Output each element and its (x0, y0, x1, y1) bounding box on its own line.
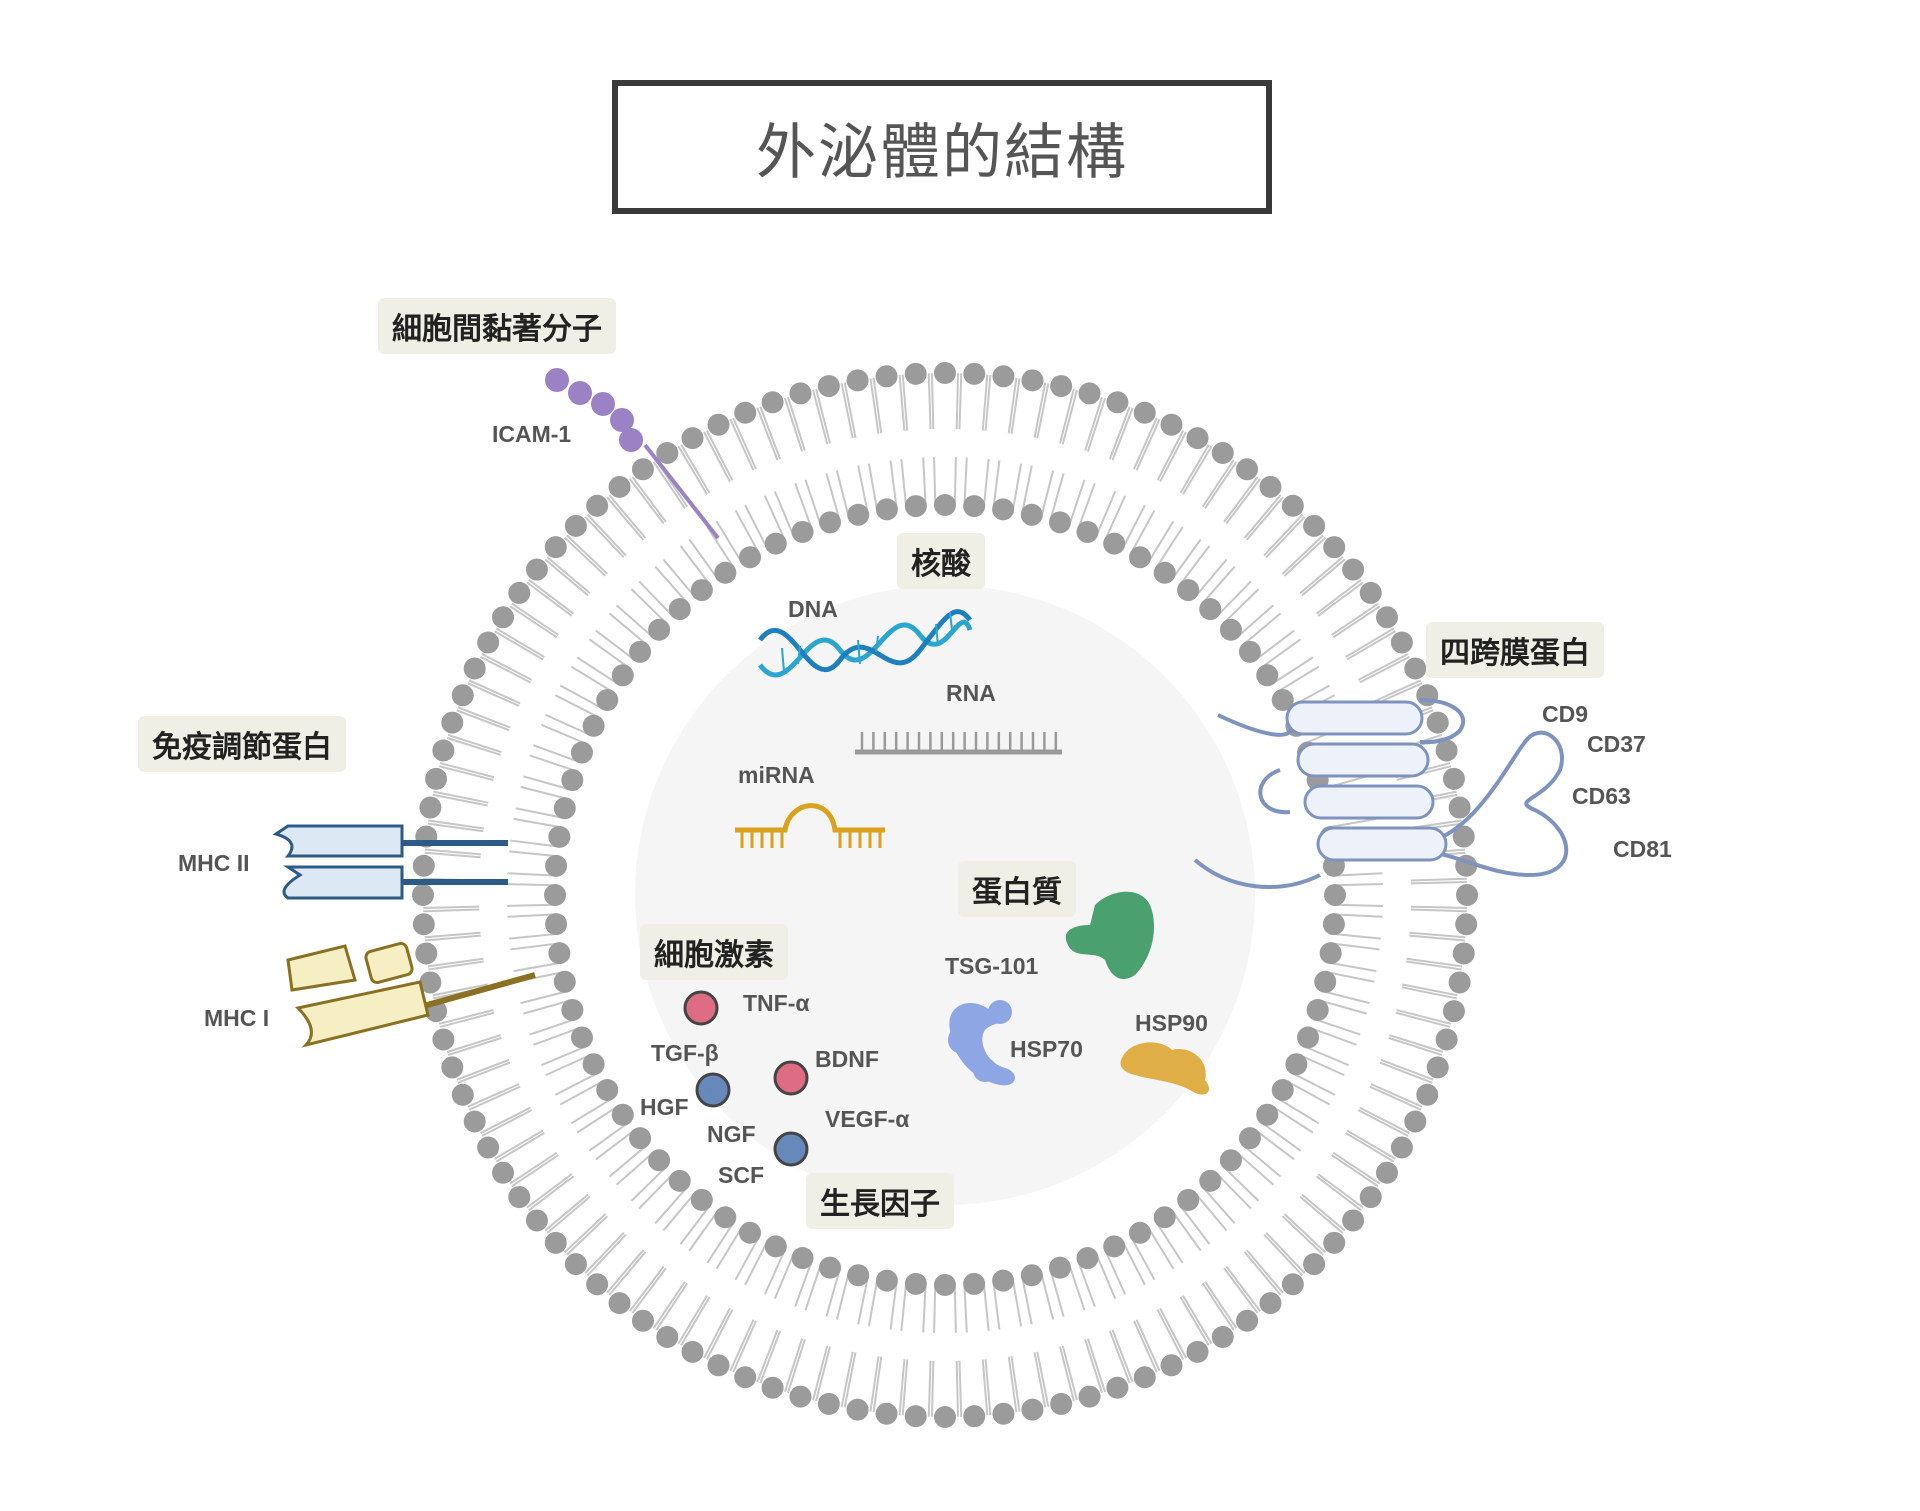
cytokine-spheres (683, 990, 809, 1167)
label-cd81: CD81 (1613, 836, 1672, 862)
mhc-ii-molecule (272, 824, 508, 900)
label-ngf: NGF (707, 1121, 756, 1147)
title-frame: 外泌體的結構 (612, 80, 1272, 214)
label-hsp90: HSP90 (1135, 1010, 1208, 1036)
tetraspanin-protein (1193, 698, 1569, 889)
mhc-i-molecule (286, 941, 536, 1048)
label-hgf: HGF (640, 1094, 689, 1120)
label-mirna: miRNA (738, 762, 815, 788)
label-hsp70: HSP70 (1010, 1036, 1083, 1062)
category-growth-factors: 生長因子 (806, 1173, 954, 1229)
category-proteins: 蛋白質 (958, 861, 1076, 917)
category-tetraspanins: 四跨膜蛋白 (1426, 622, 1604, 678)
label-cd9: CD9 (1542, 701, 1589, 727)
label-mhc-ii: MHC II (178, 850, 250, 876)
category-adhesion-molecules: 細胞間黏著分子 (378, 298, 616, 354)
dna-helix (758, 609, 973, 678)
label-rna: RNA (946, 680, 996, 706)
label-cd63: CD63 (1572, 783, 1631, 809)
label-mhc-i: MHC I (204, 1005, 270, 1031)
icam-1-molecule (545, 368, 720, 540)
hsp70-protein (948, 1000, 1016, 1086)
hsp90-protein (1120, 1042, 1210, 1095)
label-bdnf: BDNF (815, 1046, 879, 1072)
label-tsg-101: TSG-101 (945, 953, 1039, 979)
category-nucleic-acids: 核酸 (897, 533, 985, 589)
category-cytokines: 細胞激素 (640, 924, 788, 980)
category-immune-regulatory-proteins: 免疫調節蛋白 (138, 716, 346, 772)
label-cd37: CD37 (1587, 731, 1646, 757)
diagram-title: 外泌體的結構 (756, 117, 1128, 188)
label-scf: SCF (718, 1162, 764, 1188)
label-dna: DNA (788, 596, 838, 622)
lipid-bilayer-membrane (412, 362, 1478, 1428)
mirna-hairpin (735, 803, 885, 848)
label-tgf-beta: TGF-β (651, 1040, 719, 1066)
label-tnf-alpha: TNF-α (743, 990, 810, 1016)
label-vegf-alpha: VEGF-α (825, 1106, 910, 1132)
rna-strand (855, 732, 1062, 755)
label-icam-1: ICAM-1 (492, 421, 572, 447)
tsg-101-protein (1065, 891, 1155, 980)
